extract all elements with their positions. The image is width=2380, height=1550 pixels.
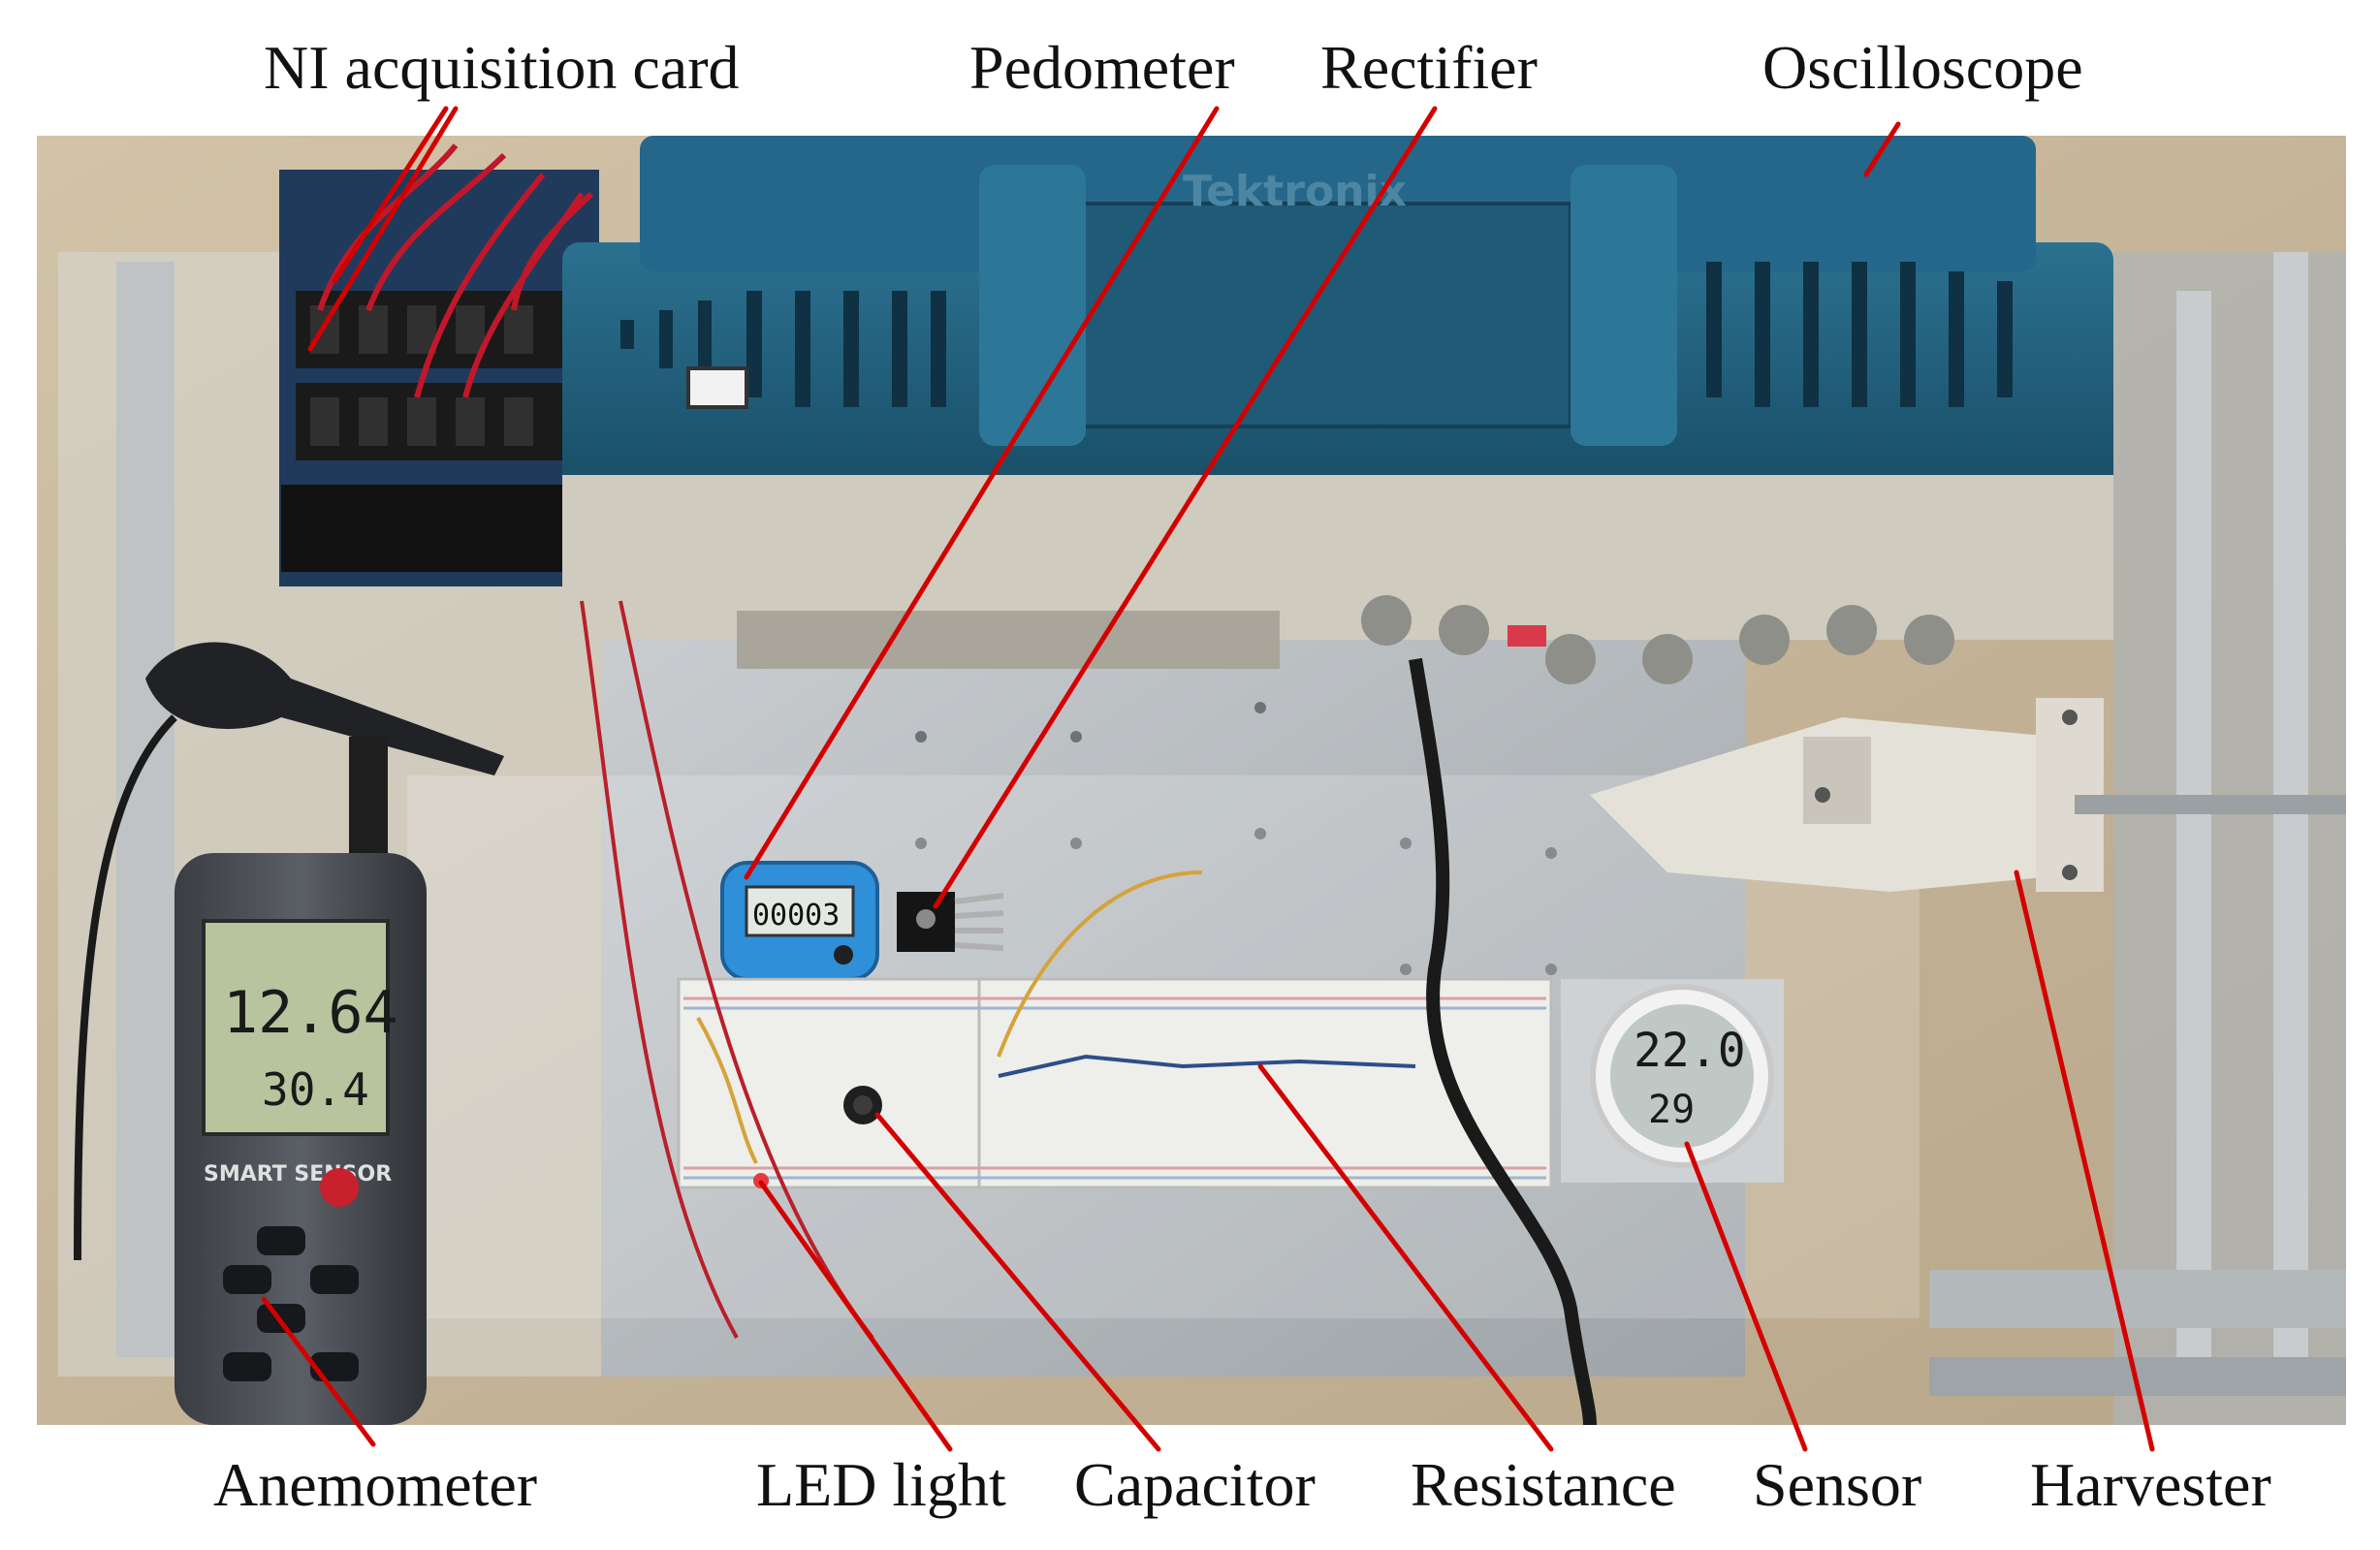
label-capacitor: Capacitor [1074, 1450, 1316, 1519]
leader-line-rectifier [933, 106, 1438, 909]
label-sensor: Sensor [1753, 1450, 1922, 1519]
label-ni-acquisition-card: NI acquisition card [264, 33, 740, 102]
oscilloscope-brand-text: Tektronix [1183, 167, 1407, 216]
anemometer-temp-reading: 30.4 [262, 1063, 369, 1116]
leader-line-ni-card [307, 106, 459, 352]
temperature-humidity-sensor: 22.0 29 [1561, 979, 1784, 1183]
harvester [1590, 698, 2346, 892]
leader-line-harvester [2014, 870, 2155, 1452]
sensor-humidity: 29 [1648, 1088, 1695, 1132]
anemometer-wind-reading: 12.64 [223, 979, 398, 1047]
capacitor [843, 1086, 882, 1124]
leader-line-pedometer [744, 106, 1220, 880]
label-resistance: Resistance [1411, 1450, 1676, 1519]
label-anemometer: Anemometer [213, 1450, 538, 1519]
label-oscilloscope: Oscilloscope [1762, 33, 2083, 102]
cables [74, 600, 1597, 1426]
rectifier [897, 892, 1004, 952]
anemometer: 12.64 30.4 SMART SENSOR [145, 642, 504, 1425]
leader-line-sensor [1684, 1141, 1808, 1452]
leader-lines [261, 106, 2155, 1452]
sensor-temperature: 22.0 [1634, 1024, 1746, 1078]
ni-acquisition-card [279, 143, 599, 586]
oscilloscope: Tektronix [562, 136, 2113, 684]
leader-line-oscilloscope [1863, 121, 1901, 177]
leader-line-anemometer [261, 1296, 376, 1447]
label-pedometer: Pedometer [969, 33, 1235, 102]
leader-line-capacitor [874, 1112, 1161, 1452]
label-harvester: Harvester [2030, 1450, 2271, 1519]
leader-line-resistance [1257, 1063, 1554, 1452]
pedometer: 00003 [720, 861, 879, 981]
anemometer-brand-text: SMART SENSOR [204, 1162, 392, 1186]
label-rectifier: Rectifier [1320, 33, 1538, 102]
leader-line-led [758, 1180, 953, 1452]
label-led-light: LED light [756, 1450, 1006, 1519]
leader-line-ni-card-2 [332, 106, 449, 284]
anemometer-power-icon [320, 1168, 359, 1207]
pedometer-display: 00003 [752, 899, 840, 933]
